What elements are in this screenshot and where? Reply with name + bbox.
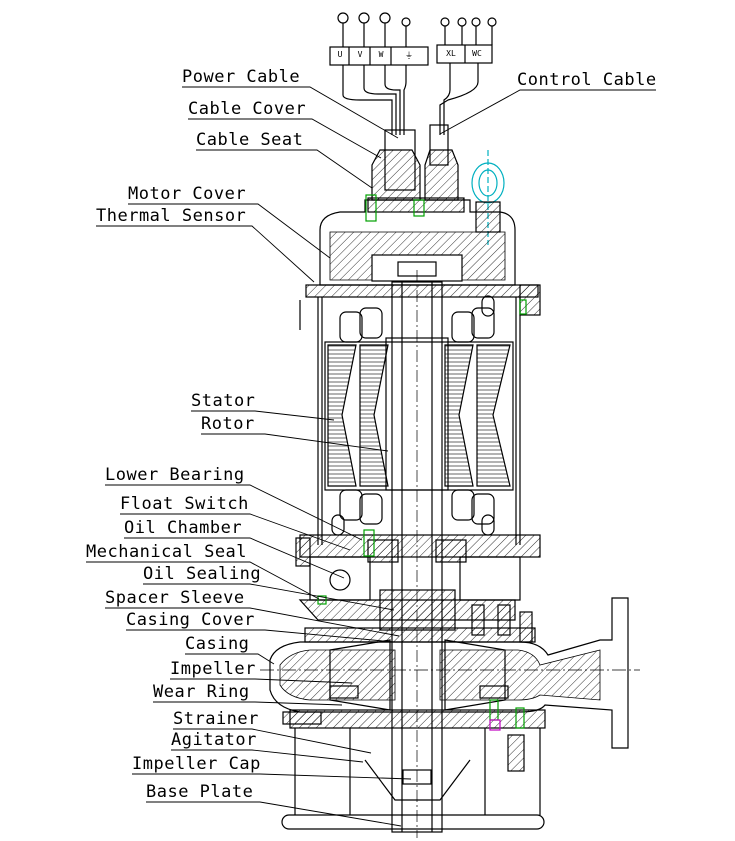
stator-end-turns bbox=[331, 295, 495, 536]
label-casing: Casing bbox=[185, 634, 250, 654]
label-strainer: Strainer bbox=[173, 709, 259, 729]
label-rotor: Rotor bbox=[201, 414, 255, 434]
label-mechanical-seal: Mechanical Seal bbox=[86, 542, 248, 562]
motor-housing bbox=[299, 284, 541, 545]
terminal-ground: ⏚ bbox=[405, 51, 413, 60]
label-power-cable: Power Cable bbox=[182, 67, 301, 87]
label-stator: Stator bbox=[191, 391, 256, 411]
label-agitator: Agitator bbox=[171, 730, 257, 750]
label-lower-bearing: Lower Bearing bbox=[105, 465, 245, 485]
label-oil-sealing: Oil Sealing bbox=[143, 564, 262, 584]
label-motor-cover: Motor Cover bbox=[128, 184, 247, 204]
strainer-base bbox=[281, 709, 546, 830]
label-base-plate: Base Plate bbox=[146, 782, 254, 802]
label-control-cable: Control Cable bbox=[517, 70, 657, 90]
label-float-switch: Float Switch bbox=[120, 494, 249, 514]
terminal-xl: XL bbox=[446, 49, 456, 58]
label-spacer-sleeve: Spacer Sleeve bbox=[105, 588, 245, 608]
cable-seat bbox=[367, 124, 465, 213]
label-casing-cover: Casing Cover bbox=[126, 610, 255, 630]
terminal-u: U bbox=[337, 50, 343, 59]
seal-accent bbox=[489, 719, 501, 731]
label-oil-chamber: Oil Chamber bbox=[124, 518, 243, 538]
label-wear-ring: Wear Ring bbox=[153, 682, 250, 702]
terminal-wc: WC bbox=[472, 49, 482, 58]
terminal-v: V bbox=[357, 50, 363, 59]
label-thermal-sensor: Thermal Sensor bbox=[96, 206, 247, 226]
control-terminals bbox=[436, 17, 497, 135]
terminal-w: W bbox=[378, 50, 384, 59]
label-impeller-cap: Impeller Cap bbox=[132, 754, 261, 774]
power-terminals bbox=[329, 12, 429, 135]
stator-core bbox=[324, 341, 514, 491]
label-impeller: Impeller bbox=[170, 659, 256, 679]
label-cable-cover: Cable Cover bbox=[188, 99, 307, 119]
leader-lines bbox=[86, 86, 656, 827]
bolts bbox=[282, 537, 533, 772]
label-cable-seat: Cable Seat bbox=[196, 130, 304, 150]
